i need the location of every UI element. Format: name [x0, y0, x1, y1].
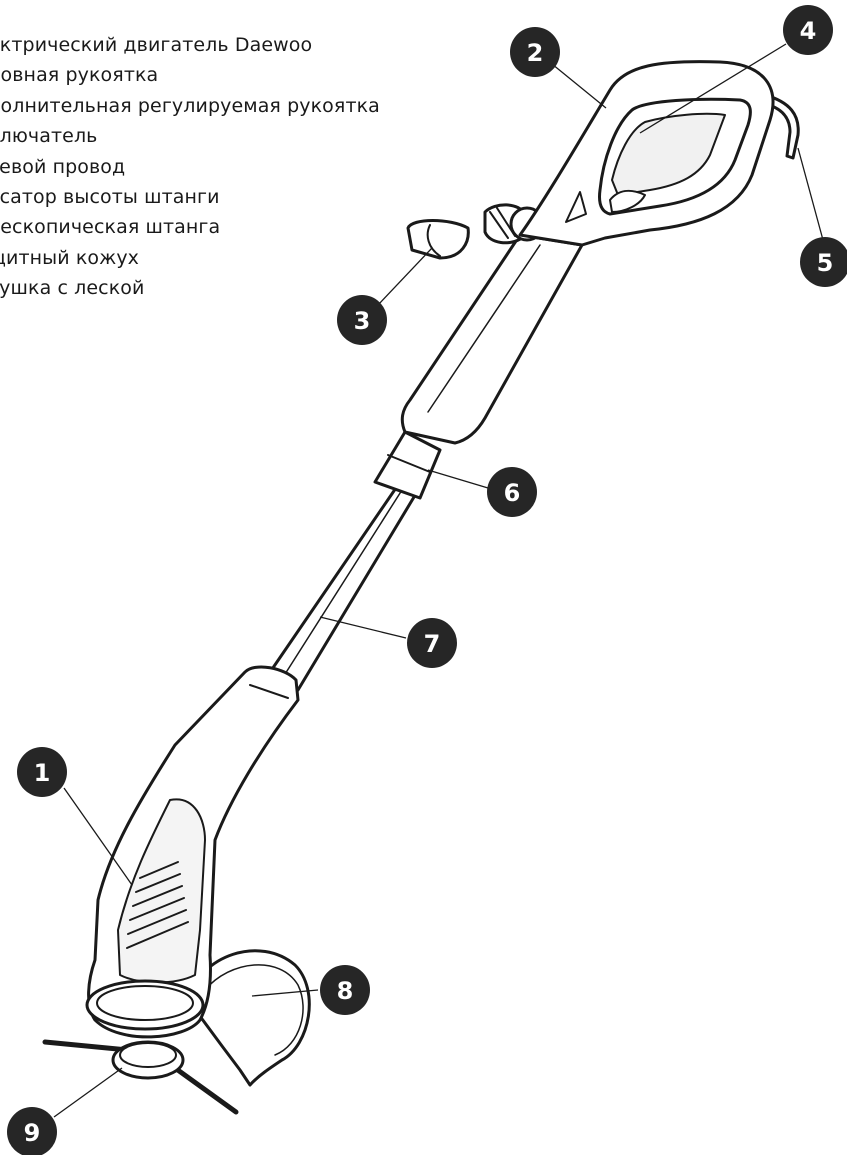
callout-6-label: 6	[504, 479, 521, 507]
leader-3	[378, 248, 432, 305]
telescopic-shaft	[266, 485, 417, 690]
legend-item-height-lock: ксатор высоты штанги	[0, 182, 380, 212]
legend-item-motor: ектрический двигатель Daewoo	[0, 30, 380, 60]
legend-item-aux-handle: полнительная регулируемая рукоятка	[0, 91, 380, 121]
callout-2-label: 2	[527, 39, 544, 67]
leader-5	[798, 148, 823, 240]
callout-6: 6	[487, 467, 537, 517]
aux-handle-grip	[408, 221, 468, 259]
legend-item-telescopic-shaft: лескопическая штанга	[0, 212, 380, 242]
callout-2: 2	[510, 27, 560, 77]
height-lock-collar	[375, 432, 440, 498]
cutting-line-left	[45, 1042, 128, 1050]
callout-4-label: 4	[800, 17, 817, 45]
callout-8: 8	[320, 965, 370, 1015]
callout-9-label: 9	[24, 1119, 41, 1147]
legend-item-main-handle: новная рукоятка	[0, 60, 380, 90]
callout-1: 1	[17, 747, 67, 797]
cutting-line-right	[175, 1068, 236, 1112]
legend-item-power-cord: тевой провод	[0, 152, 380, 182]
callout-3-label: 3	[354, 307, 371, 335]
callout-9: 9	[7, 1107, 57, 1155]
leader-2	[552, 64, 606, 108]
callout-4: 4	[783, 5, 833, 55]
legend-item-switch: ключатель	[0, 121, 380, 151]
leader-9	[54, 1068, 122, 1117]
legend-item-guard: щитный кожух	[0, 243, 380, 273]
callout-7-label: 7	[424, 630, 441, 658]
upper-shaft	[402, 235, 582, 443]
parts-legend: ектрический двигатель Daewoo новная руко…	[0, 30, 380, 304]
callout-5-label: 5	[817, 249, 834, 277]
callout-8-label: 8	[337, 977, 354, 1005]
legend-item-spool: тушка с леской	[0, 273, 380, 303]
callout-1-label: 1	[34, 759, 51, 787]
leader-6	[428, 470, 488, 488]
callout-5: 5	[800, 237, 847, 287]
callout-7: 7	[407, 618, 457, 668]
